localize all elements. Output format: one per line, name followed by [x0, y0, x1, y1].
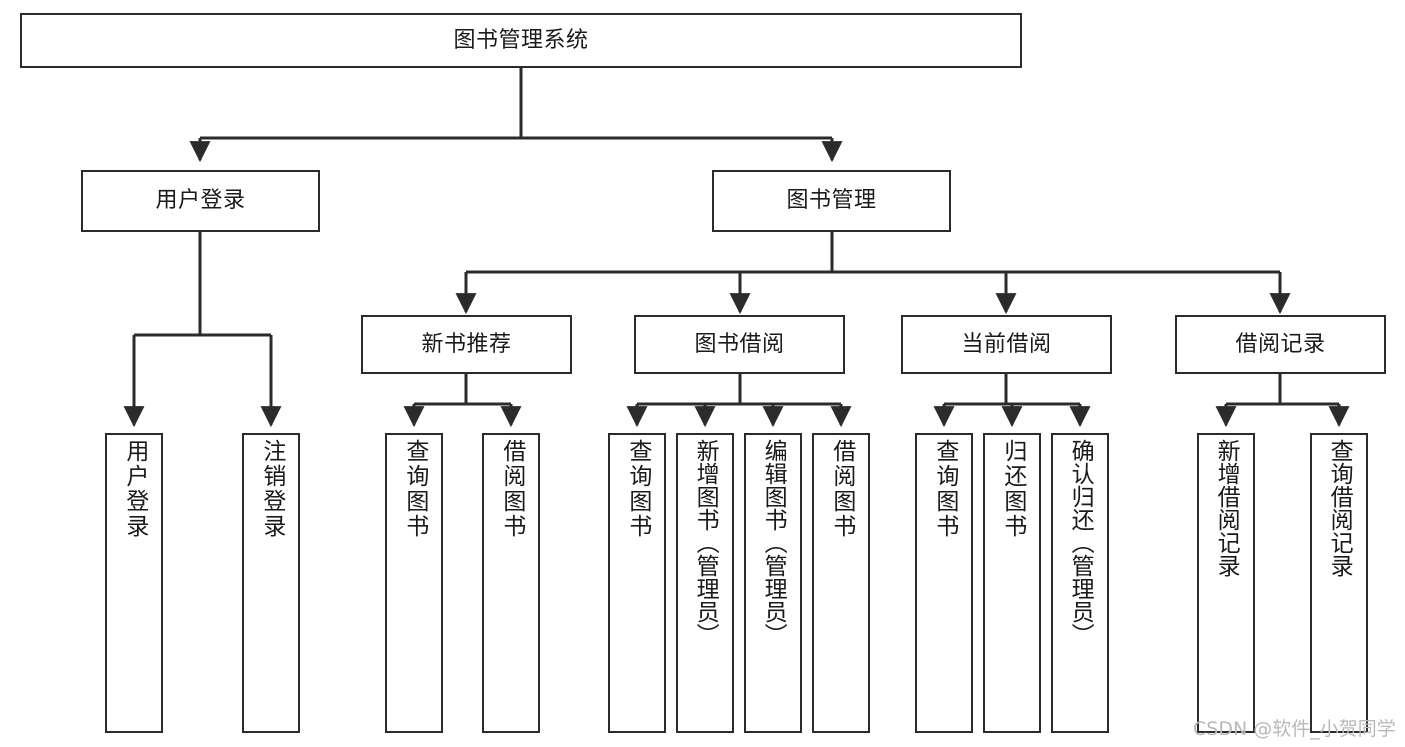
node-new-book-recommend[interactable]: 新书推荐: [361, 315, 572, 374]
leaf-query-book-2[interactable]: 查询图书: [608, 433, 666, 733]
leaf-edit-book-admin[interactable]: 编辑图书（管理员）: [744, 433, 802, 733]
leaf-borrow-book-1-label: 借阅图书: [498, 439, 525, 539]
node-user-login-label: 用户登录: [155, 188, 246, 214]
node-borrow-record[interactable]: 借阅记录: [1175, 315, 1386, 374]
leaf-query-borrow-record[interactable]: 查询借阅记录: [1310, 433, 1368, 733]
leaf-user-login[interactable]: 用户登录: [105, 433, 163, 733]
leaf-query-book-1-label: 查询图书: [401, 439, 428, 539]
leaf-confirm-return-admin-label: 确认归还（管理员）: [1067, 439, 1094, 646]
leaf-borrow-book-2[interactable]: 借阅图书: [812, 433, 870, 733]
leaf-add-borrow-record-label: 新增借阅记录: [1213, 439, 1240, 577]
node-root[interactable]: 图书管理系统: [20, 13, 1022, 68]
leaf-query-book-3-label: 查询图书: [931, 439, 958, 539]
node-current-borrow[interactable]: 当前借阅: [901, 315, 1112, 374]
node-book-borrow-label: 图书借阅: [694, 331, 785, 357]
leaf-edit-book-admin-label: 编辑图书（管理员）: [760, 439, 787, 646]
leaf-confirm-return-admin[interactable]: 确认归还（管理员）: [1051, 433, 1109, 733]
node-user-login[interactable]: 用户登录: [81, 170, 320, 232]
leaf-query-borrow-record-label: 查询借阅记录: [1326, 439, 1353, 577]
leaf-return-book[interactable]: 归还图书: [983, 433, 1041, 733]
leaf-borrow-book-1[interactable]: 借阅图书: [482, 433, 540, 733]
leaf-query-book-3[interactable]: 查询图书: [915, 433, 973, 733]
leaf-logout-login-label: 注销登录: [258, 439, 285, 539]
leaf-add-book-admin[interactable]: 新增图书（管理员）: [676, 433, 734, 733]
node-book-borrow[interactable]: 图书借阅: [634, 315, 845, 374]
leaf-add-borrow-record[interactable]: 新增借阅记录: [1197, 433, 1255, 733]
leaf-query-book-2-label: 查询图书: [624, 439, 651, 539]
leaf-borrow-book-2-label: 借阅图书: [828, 439, 855, 539]
leaf-return-book-label: 归还图书: [999, 439, 1026, 539]
leaf-query-book-1[interactable]: 查询图书: [385, 433, 443, 733]
node-borrow-record-label: 借阅记录: [1235, 331, 1326, 357]
node-root-label: 图书管理系统: [453, 27, 589, 53]
node-book-manage[interactable]: 图书管理: [712, 170, 951, 232]
leaf-logout-login[interactable]: 注销登录: [242, 433, 300, 733]
node-book-manage-label: 图书管理: [786, 188, 877, 214]
node-new-book-recommend-label: 新书推荐: [421, 331, 512, 357]
csdn-watermark: CSDN @软件_小贺同学: [1193, 718, 1396, 740]
node-current-borrow-label: 当前借阅: [961, 331, 1052, 357]
leaf-add-book-admin-label: 新增图书（管理员）: [692, 439, 719, 646]
leaf-user-login-label: 用户登录: [121, 439, 148, 539]
